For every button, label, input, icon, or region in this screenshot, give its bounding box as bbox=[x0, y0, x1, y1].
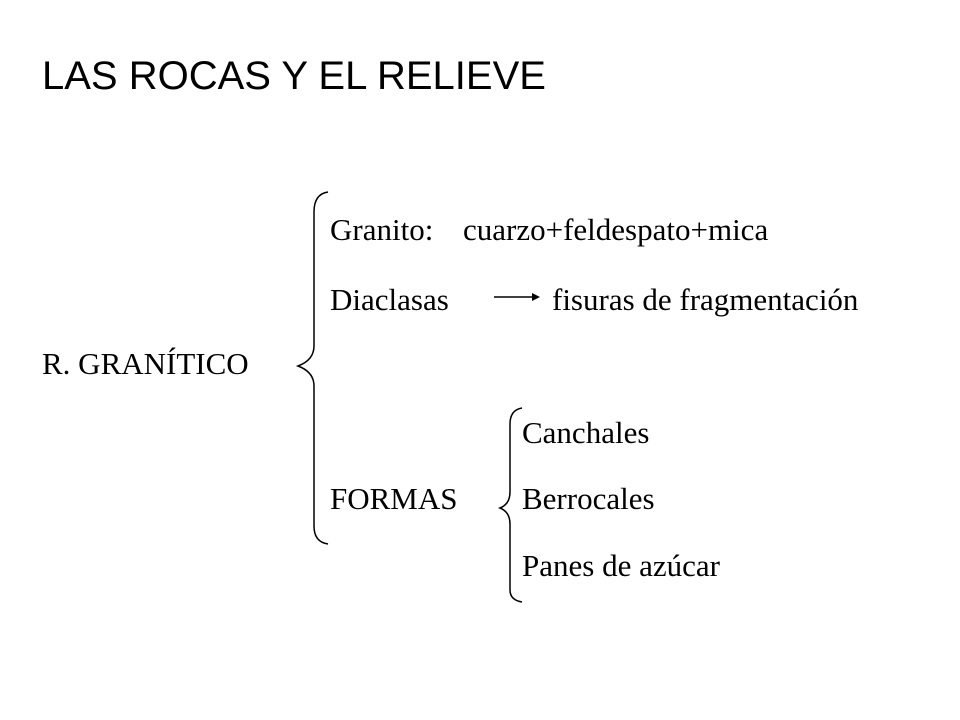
diaclasas-definition: fisuras de fragmentación bbox=[552, 282, 859, 317]
granito-label: Granito: bbox=[330, 212, 434, 247]
forma-item-canchales: Canchales bbox=[522, 415, 650, 450]
forma-item-berrocales: Berrocales bbox=[522, 481, 655, 516]
formas-brace bbox=[497, 407, 523, 603]
main-brace bbox=[295, 191, 329, 545]
forma-item-panes-de-azucar: Panes de azúcar bbox=[522, 548, 720, 583]
root-label: R. GRANÍTICO bbox=[42, 346, 249, 381]
granito-composition: cuarzo+feldespato+mica bbox=[463, 212, 769, 247]
diaclasas-label: Diaclasas bbox=[330, 282, 449, 317]
diaclasas-arrow bbox=[494, 293, 540, 301]
slide-title: LAS ROCAS Y EL RELIEVE bbox=[42, 54, 546, 98]
formas-label: FORMAS bbox=[330, 481, 458, 516]
